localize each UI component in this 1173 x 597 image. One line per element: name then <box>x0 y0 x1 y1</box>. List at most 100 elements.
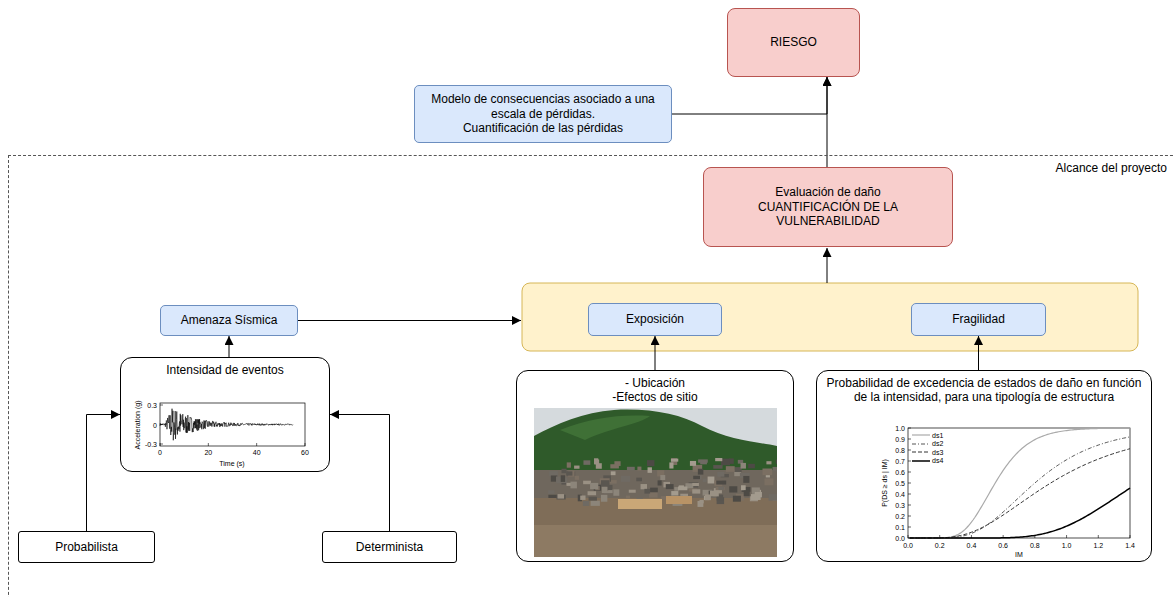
tick-label: 0.2 <box>935 542 945 549</box>
house <box>718 487 724 490</box>
house <box>678 487 687 491</box>
tick-label: 0.4 <box>895 491 905 498</box>
tick-mark <box>908 450 911 451</box>
house <box>647 460 654 466</box>
house <box>575 476 579 480</box>
photo-water <box>534 525 777 557</box>
house <box>762 469 772 476</box>
legend-line <box>912 443 930 444</box>
fragility-curves <box>910 428 1130 538</box>
process-box: Modelo de consecuencias asociado a una e… <box>414 85 672 143</box>
house <box>591 501 600 506</box>
house <box>583 460 590 465</box>
legend-text: ds3 <box>932 449 943 456</box>
house <box>692 483 699 486</box>
house <box>636 478 642 482</box>
house <box>741 485 746 490</box>
house <box>748 464 755 468</box>
node-text: -Efectos de sitio <box>612 390 697 404</box>
result-box: Evaluación de dañoCUANTIFICACIÓN DE LA V… <box>703 167 953 247</box>
house <box>548 495 557 498</box>
house <box>716 487 725 490</box>
flow-arrow <box>298 320 521 321</box>
house <box>626 496 630 499</box>
house <box>627 467 635 471</box>
legend-line-sample <box>912 449 930 455</box>
plot-frame <box>160 403 305 446</box>
house <box>590 483 598 489</box>
house <box>650 488 658 493</box>
tick-mark <box>908 516 911 517</box>
fragility-curve <box>910 488 1130 538</box>
tick-mark <box>908 461 911 462</box>
house <box>776 460 777 464</box>
house <box>660 475 665 480</box>
house <box>574 466 579 469</box>
node-text: Probabilista <box>55 540 118 554</box>
tick-label: 0.4 <box>967 542 977 549</box>
house <box>755 492 762 497</box>
process-box: Exposición <box>588 303 722 336</box>
legend-text: ds2 <box>932 440 943 447</box>
plot-frame <box>908 428 1130 538</box>
house <box>611 471 616 475</box>
figure-box: Probabilidad de excedencia de estados de… <box>816 370 1152 562</box>
house <box>567 462 571 467</box>
axis-ticks <box>160 405 305 446</box>
house <box>729 486 737 492</box>
axis-title: IM <box>1015 551 1023 558</box>
node-text: Intensidad de eventos <box>166 363 283 377</box>
node-text: - Ubicación <box>625 376 685 390</box>
house <box>715 458 722 461</box>
tick-label: 0 <box>153 421 157 428</box>
legend-item: ds4 <box>912 457 943 465</box>
tick-label: 20 <box>204 449 212 456</box>
house <box>744 490 750 496</box>
house <box>548 490 554 494</box>
tick-label: 0.6 <box>895 469 905 476</box>
house <box>594 458 598 464</box>
photo-water <box>534 498 777 557</box>
legend-line <box>912 452 930 453</box>
flow-arrow <box>672 77 827 114</box>
tick-label: -0.3 <box>145 441 157 448</box>
house <box>562 469 567 473</box>
legend-item: ds1 <box>912 431 943 439</box>
fragility-curve <box>910 428 1130 538</box>
tick-label: 0.0 <box>895 535 905 542</box>
fragility-curve <box>910 437 1130 538</box>
node-text: CUANTIFICACIÓN DE LA VULNERABILIDAD <box>712 200 944 229</box>
axis-title: Time (s) <box>219 460 244 467</box>
accelerogram-trace <box>160 409 293 441</box>
legend-line <box>912 460 930 462</box>
legend-line-sample <box>912 441 930 447</box>
house <box>602 486 608 493</box>
tick-label: 1.4 <box>1125 542 1135 549</box>
tick-mark <box>1130 535 1131 538</box>
group-band <box>522 283 1138 351</box>
house <box>556 476 561 483</box>
house <box>741 463 746 469</box>
tick-mark <box>1066 535 1067 538</box>
house <box>769 494 777 501</box>
tick-label: 0.2 <box>895 513 905 520</box>
house <box>637 467 641 471</box>
house <box>703 478 707 481</box>
flow-arrow <box>978 336 979 370</box>
house <box>601 495 607 502</box>
house <box>558 494 565 498</box>
tick-mark <box>908 527 911 528</box>
house <box>570 482 576 489</box>
tick-label: 0.8 <box>895 447 905 454</box>
tick-label: 0.8 <box>1030 542 1040 549</box>
axis-ticks <box>908 428 1130 538</box>
tick-mark <box>208 443 209 446</box>
tick-mark <box>908 428 911 429</box>
tick-label: 0.6 <box>998 542 1008 549</box>
axis-title: Acceleration (g) <box>134 400 141 449</box>
house <box>733 496 741 502</box>
house <box>717 472 724 477</box>
tick-mark <box>160 443 161 446</box>
house <box>743 476 749 483</box>
